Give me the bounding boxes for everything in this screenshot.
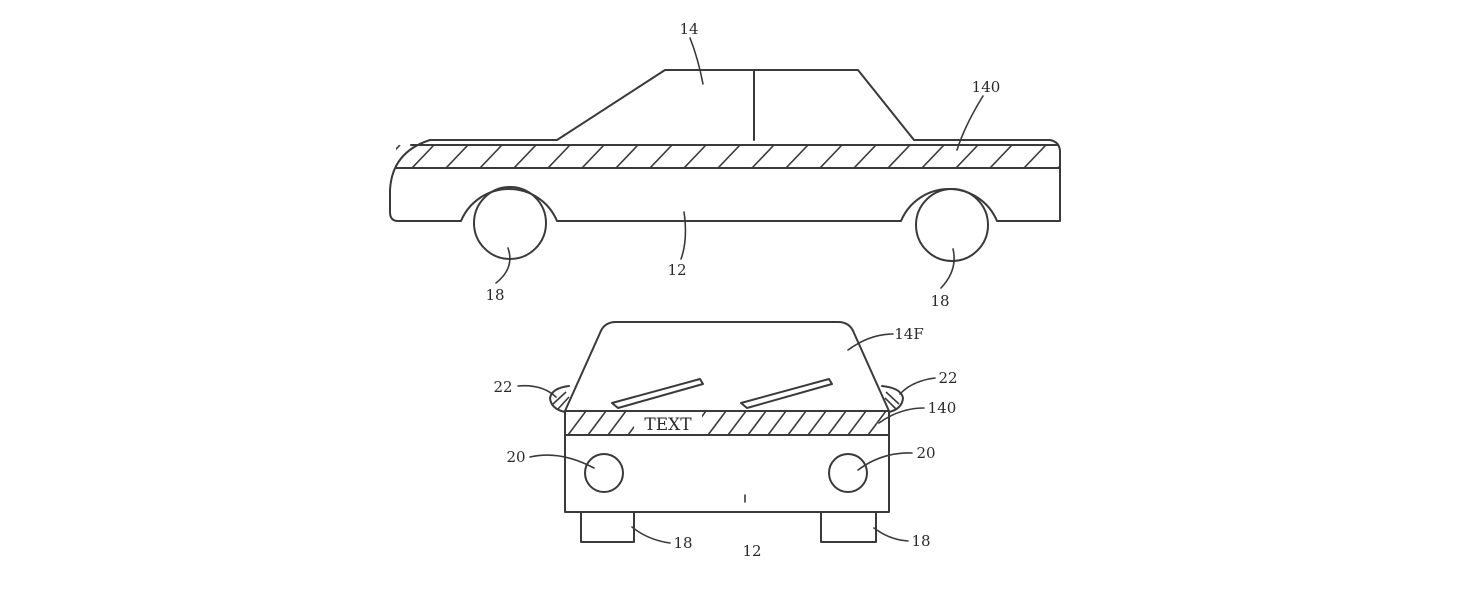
- front-windshield: [564, 321, 890, 412]
- leader-22-left: [517, 384, 557, 398]
- label-panel-side: 140: [972, 78, 1001, 96]
- side-hatch-line: [581, 145, 605, 168]
- side-hatch-line: [717, 145, 741, 168]
- side-hatch-line: [921, 145, 945, 168]
- wiper-left: [611, 378, 704, 409]
- side-hatch-line: [989, 145, 1013, 168]
- label-headlight-right: 20: [916, 444, 935, 462]
- side-hatch-line: [819, 145, 843, 168]
- panel-text: TEXT: [644, 415, 692, 435]
- side-view: 14 140 12 18 18: [389, 20, 1061, 310]
- side-hatch-line: [479, 145, 503, 168]
- side-hatch-line: [887, 145, 911, 168]
- leader-140-front: [878, 407, 925, 424]
- label-mirror-right: 22: [938, 369, 957, 387]
- leader-18-left: [495, 247, 511, 284]
- mirror-hatching: [552, 391, 900, 410]
- side-wheel-left: [473, 186, 547, 260]
- leader-140-side: [956, 95, 984, 151]
- label-panel-front: 140: [928, 399, 957, 417]
- front-hatch-line: [567, 411, 587, 435]
- leader-14F: [847, 333, 894, 351]
- leader-18-front-left: [631, 526, 671, 544]
- side-hatch-line: [1057, 164, 1060, 168]
- front-hatch-line: [727, 411, 747, 435]
- label-tire-left: 18: [673, 534, 692, 552]
- side-hatch-line: [1023, 145, 1047, 168]
- side-body-outline: [389, 69, 1061, 222]
- headlight-left: [584, 453, 624, 493]
- label-windshield: 14F: [894, 325, 924, 343]
- side-panel-hatching: [396, 145, 1060, 168]
- mirror-hatch-line: [552, 391, 567, 405]
- front-hatch-line: [887, 432, 889, 435]
- wiper-right: [740, 378, 833, 409]
- front-hatch-line: [847, 411, 867, 435]
- side-hatch-line: [615, 145, 639, 168]
- label-headlight-left: 20: [506, 448, 525, 466]
- side-hatch-line: [785, 145, 809, 168]
- side-wheel-right: [915, 188, 989, 262]
- front-hatch-line: [607, 411, 627, 435]
- panel-text-backdrop: [634, 412, 702, 434]
- side-hatch-line: [396, 145, 401, 151]
- side-hatch-line: [955, 145, 979, 168]
- label-roof: 14: [679, 20, 698, 38]
- side-hatch-line: [853, 145, 877, 168]
- front-hatch-line: [787, 411, 807, 435]
- front-hatch-line: [807, 411, 827, 435]
- front-hatch-line: [747, 411, 767, 435]
- label-mirror-left: 22: [493, 378, 512, 396]
- side-hatch-line: [751, 145, 775, 168]
- front-body: [564, 434, 890, 513]
- headlight-right: [828, 453, 868, 493]
- side-hatch-line: [547, 145, 571, 168]
- front-panel-band: [564, 410, 890, 436]
- side-hatch-line: [649, 145, 673, 168]
- label-body-side: 12: [667, 261, 686, 279]
- front-panel-hatching: [565, 411, 889, 435]
- leader-22-right: [899, 377, 936, 395]
- side-hatch-line: [513, 145, 537, 168]
- side-hatch-line: [411, 145, 435, 168]
- leader-20-left: [529, 454, 595, 469]
- front-hatch-line: [707, 411, 727, 435]
- mirror-hatch-line: [884, 397, 897, 410]
- front-view: TEXT 14F 22 22 140 20 20 12 18 18: [493, 321, 958, 560]
- front-hatch-line: [827, 411, 847, 435]
- mirror-hatch-line: [885, 391, 900, 405]
- label-body-front: 12: [742, 542, 761, 560]
- front-hatch-line: [767, 411, 787, 435]
- front-hatch-line: [587, 411, 607, 435]
- mirror-left: [549, 385, 570, 413]
- label-wheel-right: 18: [930, 292, 949, 310]
- tire-right: [820, 511, 877, 543]
- leader-12-side: [680, 211, 687, 260]
- mirror-right: [881, 385, 904, 413]
- label-tire-right: 18: [911, 532, 930, 550]
- leader-18-front-right: [873, 527, 909, 542]
- front-hatch-line: [565, 411, 567, 414]
- front-hatch-line: [867, 411, 887, 435]
- label-wheel-left: 18: [485, 286, 504, 304]
- leader-20-right: [857, 452, 913, 471]
- leader-14: [689, 37, 704, 85]
- tire-left: [580, 511, 635, 543]
- side-hatch-line: [683, 145, 707, 168]
- mirror-hatch-line: [557, 396, 570, 410]
- side-hatch-line: [445, 145, 469, 168]
- leader-18-right: [940, 248, 955, 289]
